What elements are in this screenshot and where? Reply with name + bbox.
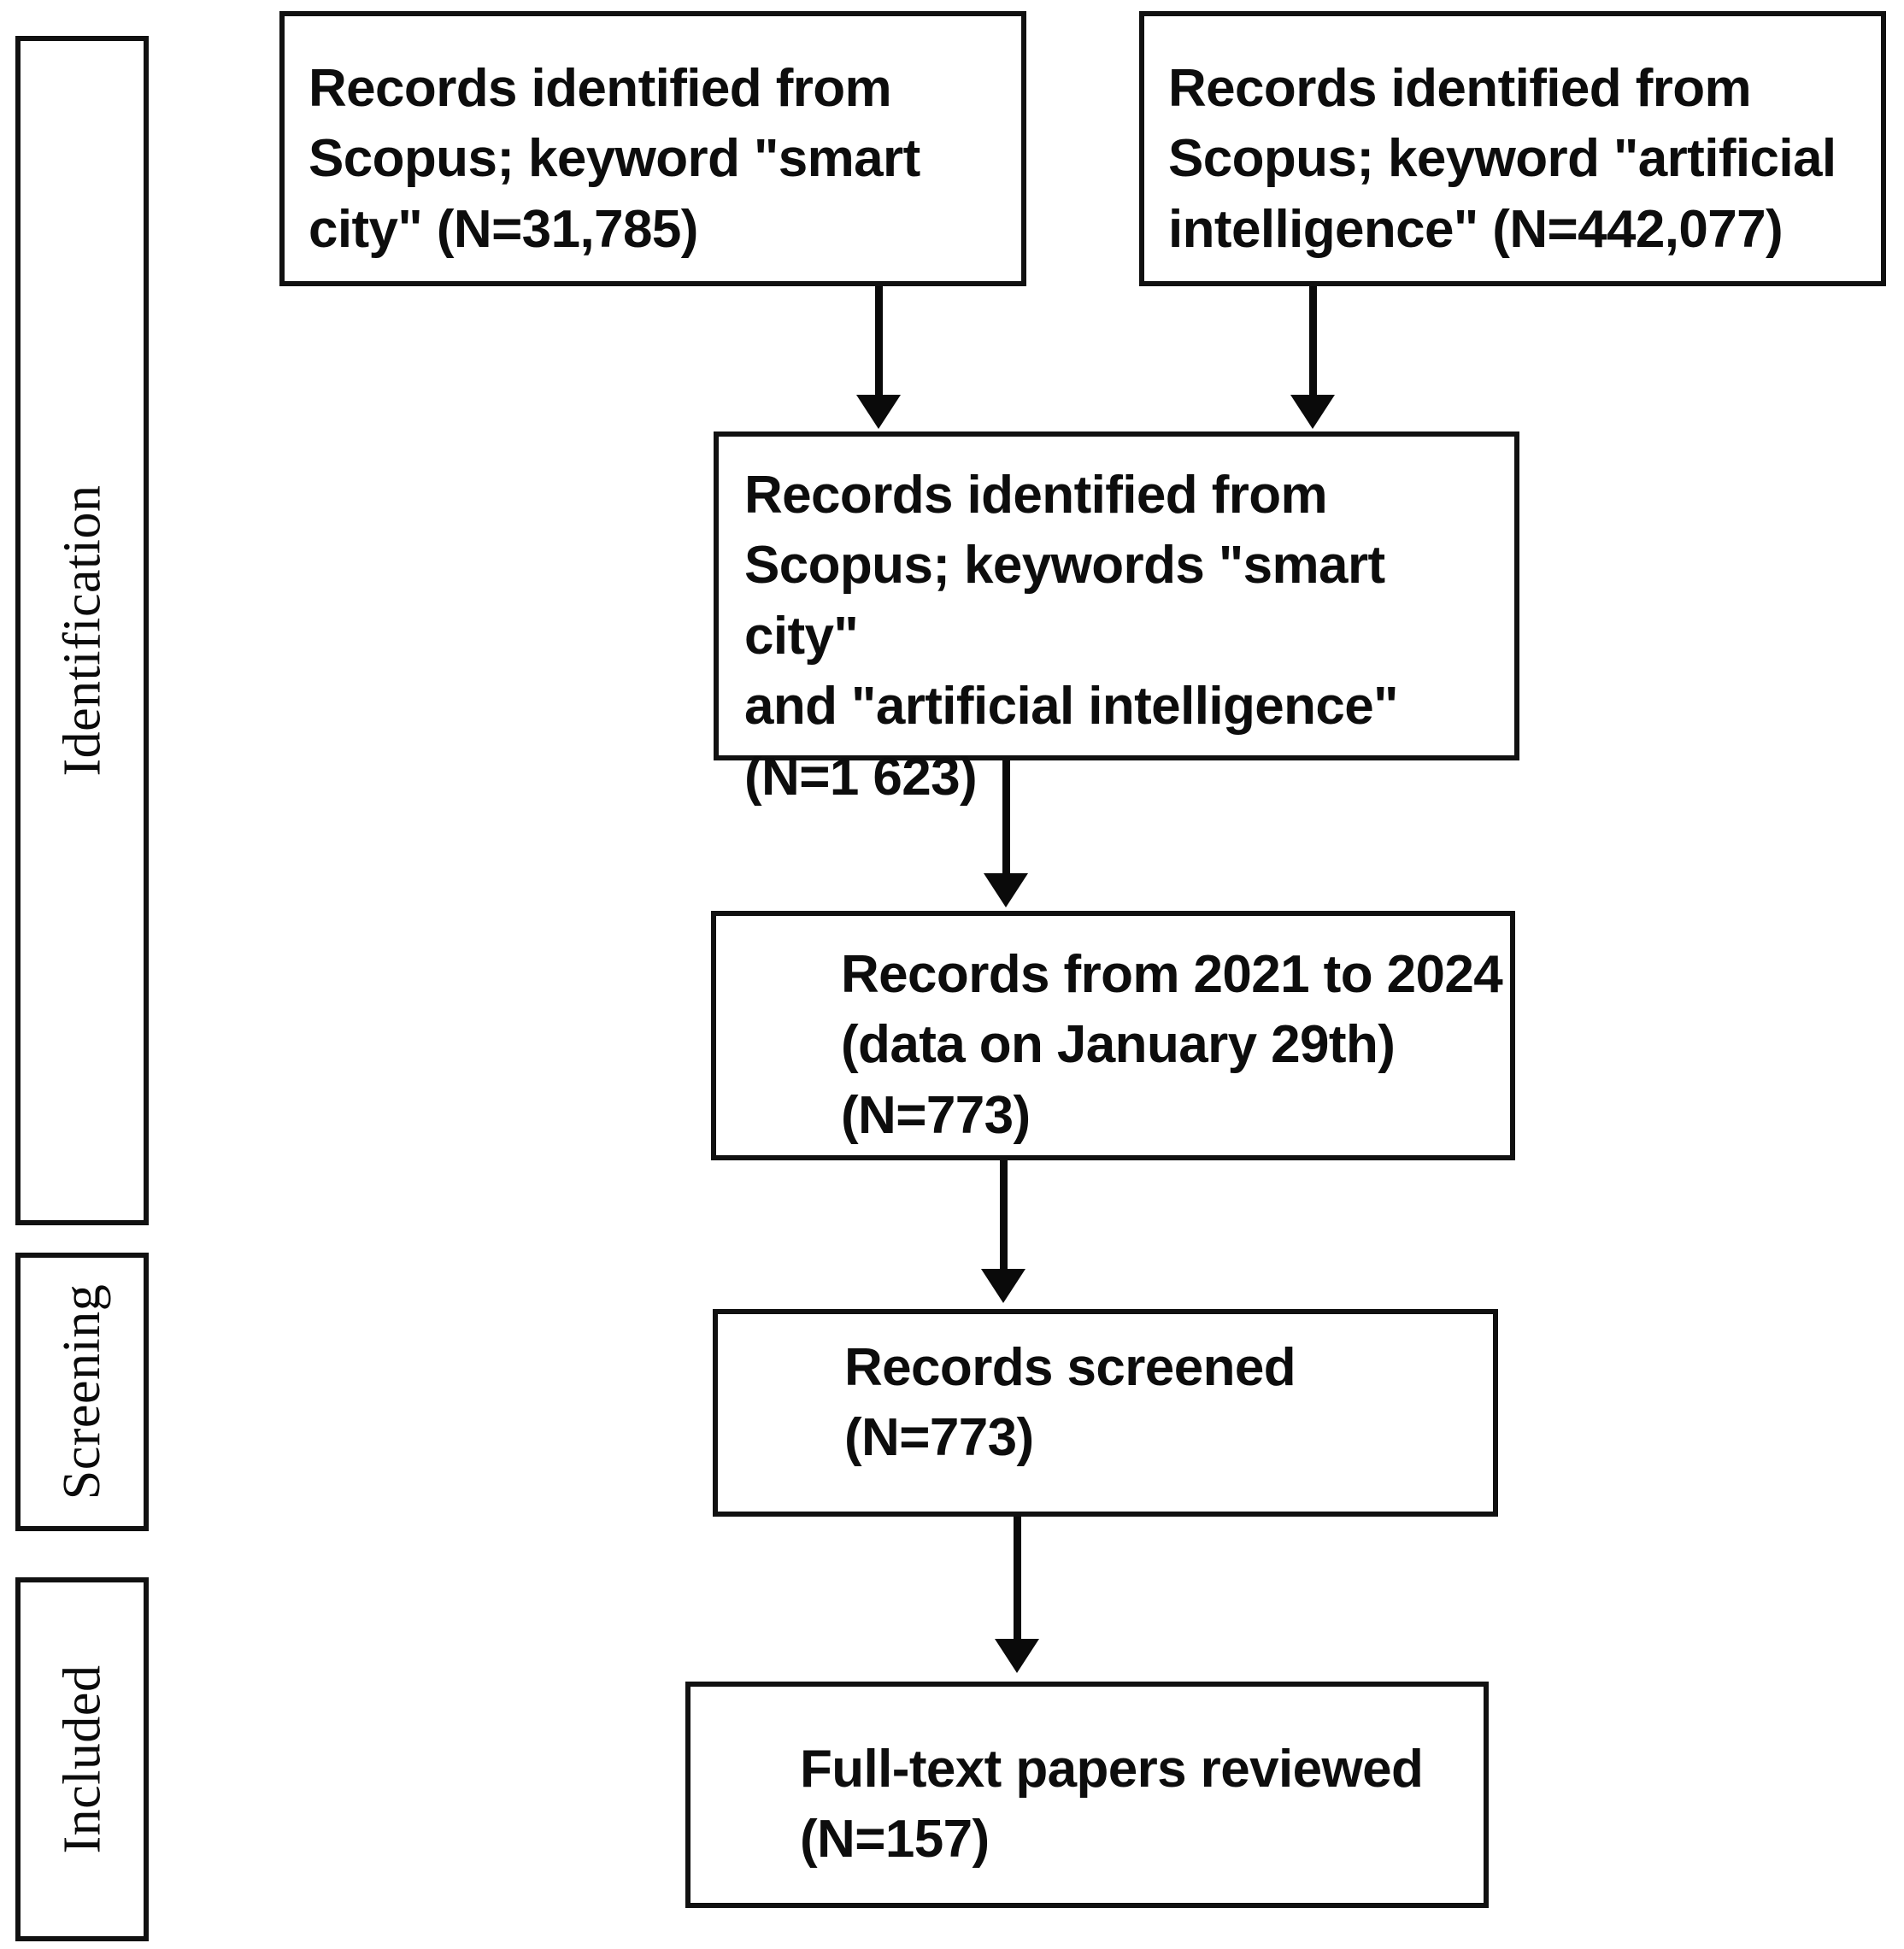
node-records-screened: Records screened (N=773) xyxy=(713,1309,1498,1517)
connector-line xyxy=(875,286,883,397)
down-arrow-icon xyxy=(856,395,901,429)
node-full-text-reviewed-text: Full-text papers reviewed (N=157) xyxy=(800,1740,1424,1870)
phase-box-included: Included xyxy=(15,1577,149,1941)
connector-line xyxy=(1309,286,1317,397)
down-arrow-icon xyxy=(981,1269,1025,1303)
node-scopus-artificial-intelligence-text: Records identified from Scopus; keyword … xyxy=(1168,59,1836,259)
node-scopus-smart-city-text: Records identified from Scopus; keyword … xyxy=(309,59,920,259)
node-scopus-combined: Records identified from Scopus; keywords… xyxy=(714,431,1519,807)
down-arrow-icon xyxy=(1290,395,1335,429)
phase-box-identification: Identification xyxy=(15,36,149,1225)
phase-box-screening: Screening xyxy=(15,1253,149,1531)
node-records-2021-2024: Records from 2021 to 2024 (data on Janua… xyxy=(711,911,1515,1160)
node-scopus-smart-city: Records identified from Scopus; keyword … xyxy=(279,11,1026,286)
phase-label-screening: Screening xyxy=(53,1283,112,1500)
node-full-text-reviewed: Full-text papers reviewed (N=157) xyxy=(685,1682,1489,1908)
node-records-screened-text: Records screened (N=773) xyxy=(844,1338,1296,1468)
phase-label-included: Included xyxy=(53,1664,112,1854)
node-scopus-combined-text: Records identified from Scopus; keywords… xyxy=(744,466,1399,807)
phase-label-identification: Identification xyxy=(53,484,112,777)
connector-line xyxy=(1000,1160,1008,1271)
connector-line xyxy=(1014,1517,1021,1641)
node-scopus-artificial-intelligence: Records identified from Scopus; keyword … xyxy=(1139,11,1886,286)
down-arrow-icon xyxy=(995,1639,1039,1673)
down-arrow-icon xyxy=(984,873,1028,907)
node-records-2021-2024-text: Records from 2021 to 2024 (data on Janua… xyxy=(841,945,1503,1145)
